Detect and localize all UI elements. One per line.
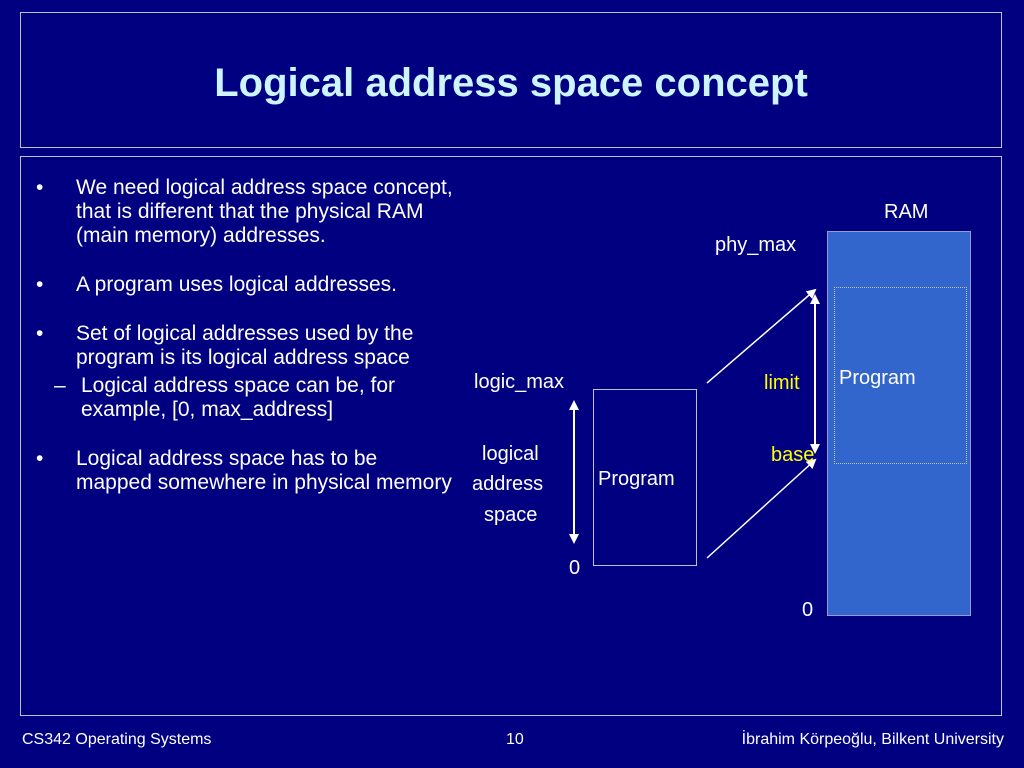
bullet-list: • We need logical address space concept, …: [36, 176, 456, 520]
slide-title: Logical address space concept: [214, 61, 808, 105]
logical-space-label-line1: logical: [482, 443, 539, 465]
logical-program-block: [593, 389, 697, 566]
sub-bullet-text: Logical address space can be, for exampl…: [81, 374, 396, 421]
bullet-item: • Logical address space has to be mapped …: [36, 447, 456, 495]
bullet-dot: •: [36, 322, 44, 345]
logic-zero-label: 0: [569, 557, 581, 579]
footer-course: CS342 Operating Systems: [22, 731, 212, 748]
ram-zero-label: 0: [802, 599, 814, 621]
sub-bullet-dash: –: [54, 374, 66, 397]
bullet-item: • Set of logical addresses used by the pr…: [36, 322, 456, 422]
bullet-item: • We need logical address space concept, …: [36, 176, 456, 248]
title-frame: Logical address space concept: [20, 12, 1002, 148]
logic-max-label: logic_max: [474, 371, 565, 393]
bullet-dot: •: [36, 447, 44, 470]
bullet-text: A program uses logical addresses.: [76, 273, 397, 296]
logical-space-label-line2: address: [472, 473, 544, 495]
limit-label: limit: [764, 372, 800, 394]
phy-max-label: phy_max: [715, 234, 797, 256]
logical-program-label: Program: [598, 468, 675, 490]
base-label: base: [771, 444, 815, 466]
bullet-text: Logical address space has to be mapped s…: [76, 447, 452, 494]
ram-program-region: [834, 287, 967, 464]
sub-bullet-item: –Logical address space can be, for examp…: [36, 374, 456, 422]
map-arrow-bottom: [706, 458, 817, 559]
bullet-text: We need logical address space concept, t…: [76, 176, 453, 247]
footer-author: İbrahim Körpeoğlu, Bilkent University: [741, 731, 1004, 748]
ram-program-label: Program: [839, 367, 916, 389]
bullet-item: • A program uses logical addresses.: [36, 273, 456, 297]
map-arrow-top: [706, 288, 817, 384]
content-frame: [20, 156, 1002, 716]
logical-space-label-line3: space: [484, 504, 538, 526]
footer-page-number: 10: [506, 731, 524, 748]
ram-block: [827, 231, 971, 616]
bullet-dot: •: [36, 176, 44, 199]
bullet-text: Set of logical addresses used by the pro…: [76, 322, 414, 369]
bullet-dot: •: [36, 273, 44, 296]
ram-label: RAM: [884, 201, 929, 223]
